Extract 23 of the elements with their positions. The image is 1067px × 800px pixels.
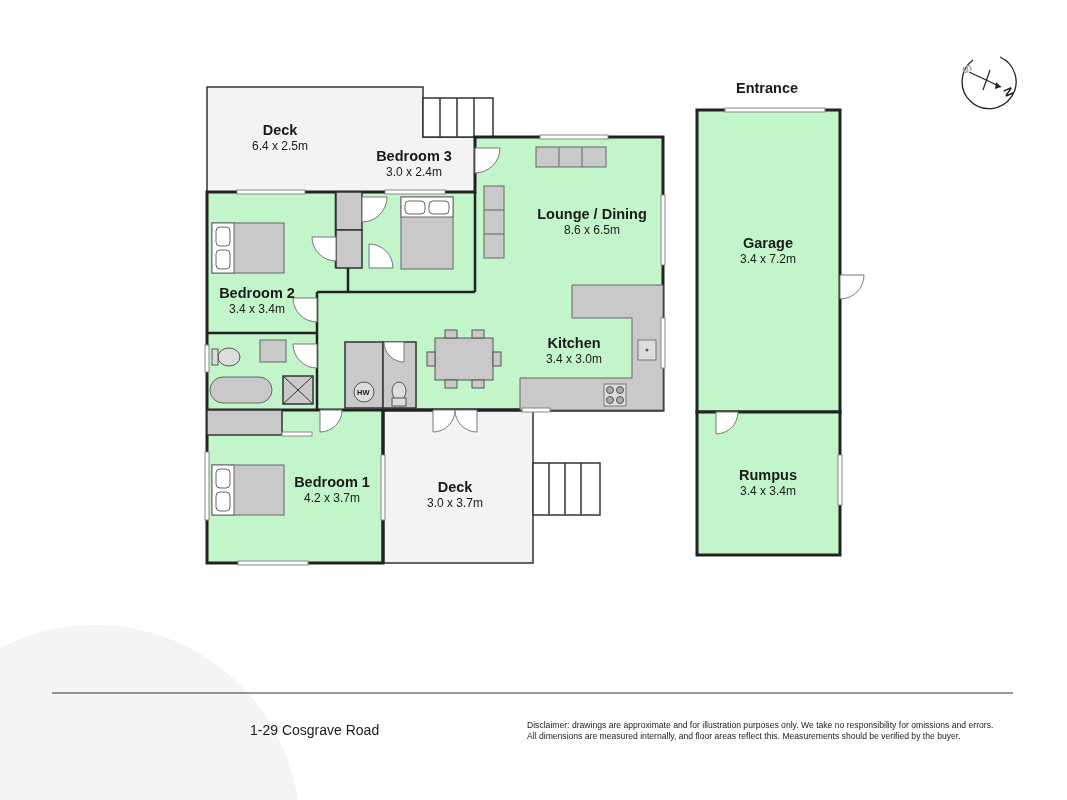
- room-name: Bedroom 1: [293, 474, 371, 491]
- address-text: 1-29 Cosgrave Road: [250, 722, 380, 738]
- room-dimensions: 4.2 x 3.7m: [303, 491, 361, 506]
- room-name: Rumpus: [738, 467, 798, 484]
- room-dimensions: 3.4 x 7.2m: [739, 252, 797, 267]
- room-dimensions: 8.6 x 6.5m: [563, 223, 621, 238]
- room-name: Kitchen: [546, 335, 602, 352]
- disclaimer-text: Disclaimer: drawings are approximate and for illustration purposes only. We take no responsibility for omissions and errors. All dimensions are measured internally, and floor areas reflect this. Measurements should be verified by the buyer.: [527, 720, 995, 742]
- room-dimensions: 3.0 x 3.7m: [426, 496, 484, 511]
- room-name: Bedroom 2: [218, 285, 296, 302]
- room-dimensions: 3.4 x 3.4m: [739, 484, 797, 499]
- room-dimensions: 3.4 x 3.0m: [545, 352, 603, 367]
- entrance-label: Entrance: [736, 80, 799, 96]
- room-name: Bedroom 3: [375, 148, 453, 165]
- room-name: Garage: [742, 235, 794, 252]
- compass-letter: N: [1000, 85, 1017, 99]
- compass-letter: S: [958, 62, 976, 76]
- room-dimensions: 6.4 x 2.5m: [251, 139, 309, 154]
- room-name: Deck: [261, 122, 299, 139]
- room-name: Lounge / Dining: [536, 206, 648, 223]
- room-dimensions: 3.4 x 3.4m: [228, 302, 286, 317]
- room-dimensions: 3.0 x 2.4m: [385, 165, 443, 180]
- room-name: Deck: [436, 479, 474, 496]
